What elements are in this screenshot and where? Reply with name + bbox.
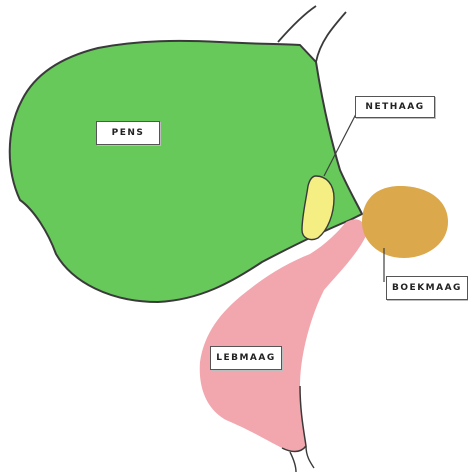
esophagus-line-right [316, 12, 346, 62]
nethaag-label: NETHAAG [355, 96, 435, 118]
lebmaag-label: LEBMAAG [210, 346, 282, 370]
esophagus-line-left [278, 6, 316, 42]
boekmaag-label: BOEKMAAG [386, 276, 468, 300]
outlet-line-left [290, 452, 296, 472]
outlet-line-right [306, 446, 314, 468]
boekmaag-shape [362, 186, 448, 258]
pens-label: PENS [96, 121, 160, 145]
